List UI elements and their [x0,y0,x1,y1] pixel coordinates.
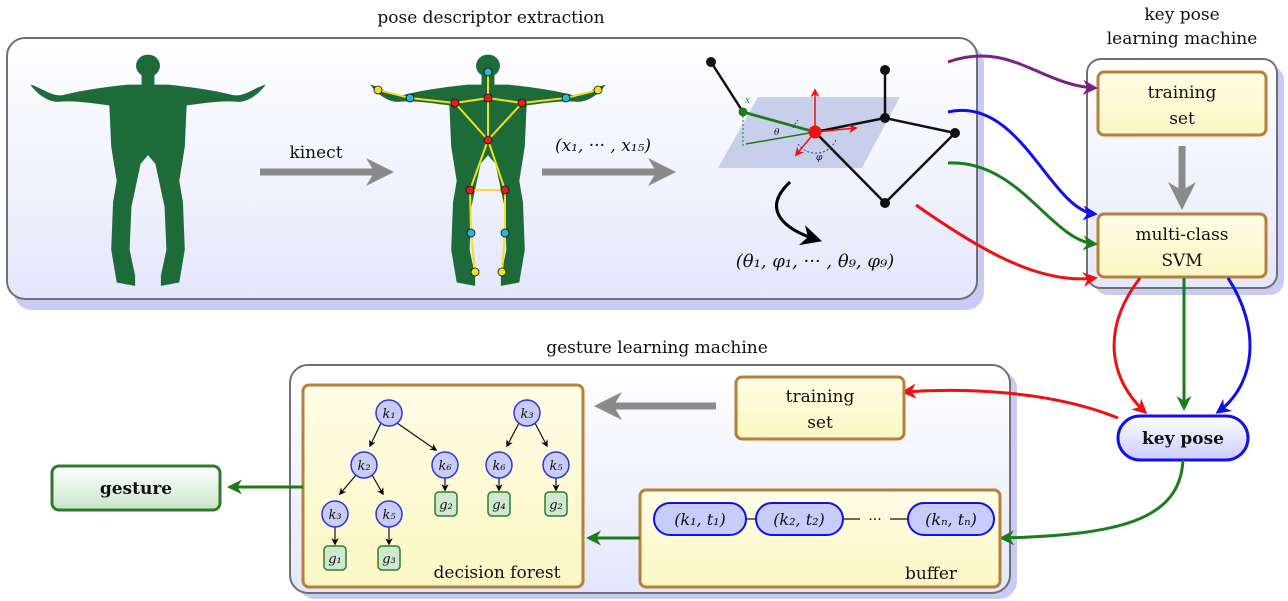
svm-line1: multi-class [1135,225,1228,245]
panel-frame [6,37,978,300]
kinect-label: kinect [289,143,342,163]
tree-node [542,451,570,479]
training-set-top-line1: training [1148,83,1217,103]
projected-bone [742,110,816,134]
skeleton-joints [373,67,603,277]
tree-leaf [544,491,568,517]
tree-node [375,399,403,427]
training-set-top-line2: set [1169,109,1195,129]
svm-blue-arrow [1215,277,1252,414]
tree-node [431,451,459,479]
key-pose-label: key pose [1142,429,1224,449]
leaf-label: g₄ [492,498,506,513]
svm-red-arrow [1112,277,1148,415]
training-set-bottom-line2: set [807,413,833,433]
svm-box [1096,212,1268,279]
tree-node [375,500,403,528]
pose-panel-title: pose descriptor extraction [377,8,604,28]
keypose-to-training-arrow [901,383,1119,420]
tree-leaf [377,545,401,571]
gesture-machine-title: gesture learning machine [546,338,768,358]
angle-x-label: x [745,96,750,106]
node-label: k₃ [328,508,341,523]
decision-tree-1: k₁ k₂ k₆ k₃ k₅ g₂ g₁ g₃ [321,399,459,571]
gesture-label: gesture [100,479,172,499]
node-label: k₆ [492,459,505,474]
green-flow-arrow [947,161,1098,251]
coords-label: (x₁, ··· , x₁₅) [555,136,651,156]
buffer-item-label: (k₁, t₁) [674,510,726,529]
buffer-item-label: (kₙ, tₙ) [925,510,977,529]
leaf-label: g₃ [382,552,396,567]
key-pose-machine-title-2: learning machine [1107,29,1258,49]
decision-forest-label: decision forest [434,563,561,583]
node-label: k₆ [438,459,451,474]
tree-node [513,399,541,427]
leaf-label: g₁ [328,552,342,567]
theta-arc [792,119,799,129]
leaf-label: g₂ [549,498,563,513]
node-label: k₅ [549,459,563,474]
buffer-ellipsis: ··· [868,512,881,528]
angle-descriptor-diagram: x θ φ (θ₁, φ₁, ··· , θ₉, φ₉) [706,57,960,272]
node-label: k₁ [382,407,395,422]
blue-flow-arrow [947,108,1098,221]
x-axis [814,124,858,134]
svm-line2: SVM [1161,251,1202,271]
node-label: k₃ [520,407,533,422]
phi-arc [797,139,837,154]
node-label: k₅ [382,508,396,523]
red-flow-arrow [915,203,1098,287]
tree-node [350,451,378,479]
training-set-bottom-line1: training [786,387,855,407]
buffer-label: buffer [905,564,958,584]
angle-phi-label: φ [816,153,823,163]
buffer-queue: (k₁, t₁) (k₂, t₂) ··· (kₙ, tₙ) [653,502,995,536]
angle-joints [706,57,960,208]
skeleton-body-icon [370,54,606,286]
leaf-label: g₂ [439,498,453,513]
training-set-bottom-box [734,375,906,441]
buffer-item-label: (k₂, t₂) [773,510,825,529]
buffer-item [755,502,844,536]
decision-tree-2: k₃ k₆ k₅ g₄ g₂ [485,399,570,517]
purple-flow-arrow [947,54,1098,95]
tree-leaf [434,491,458,517]
key-pose-machine-title-1: key pose [1144,5,1219,25]
angles-label: (θ₁, φ₁, ··· , θ₉, φ₉) [736,251,894,272]
buffer-item [907,502,995,536]
tree-node [321,500,349,528]
projection-line [745,131,816,145]
tree-leaf [323,545,347,571]
tree-node [485,451,513,479]
gesture-node [50,464,222,512]
node-label: k₂ [357,459,370,474]
buffer-item [653,502,747,536]
training-set-top-box [1096,70,1268,137]
keypose-to-buffer-arrow [999,459,1185,546]
descriptor-arrow [775,180,823,246]
tree-leaf [487,491,511,517]
angle-theta-label: θ [774,128,780,138]
